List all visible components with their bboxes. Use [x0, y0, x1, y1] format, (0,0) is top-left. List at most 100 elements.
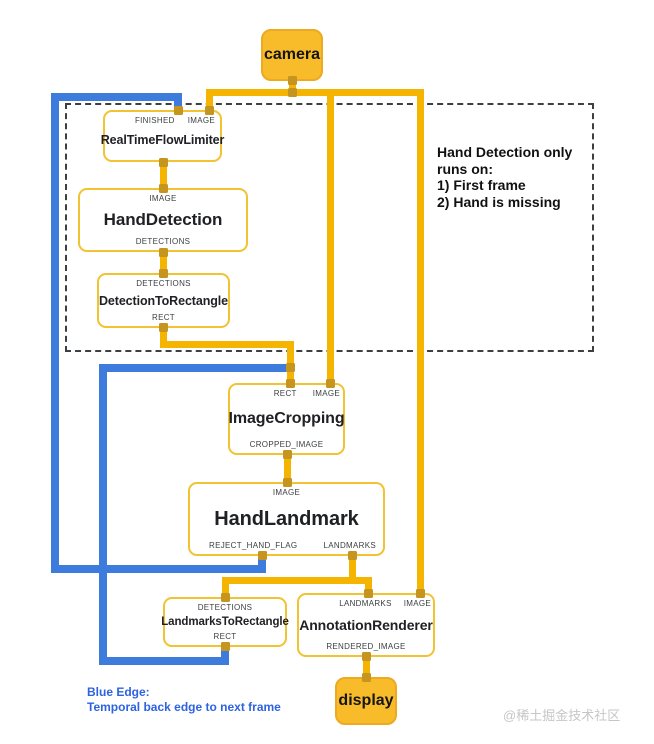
- port-row: FINISHED IMAGE: [105, 116, 220, 125]
- port-row: IMAGE: [80, 194, 246, 203]
- edge-croppedimage-to-handlandmark: [284, 453, 291, 484]
- note-line: runs on:: [437, 160, 493, 177]
- port-connector: [326, 379, 335, 388]
- port-connector: [288, 88, 297, 97]
- port-connector: [205, 106, 214, 115]
- backedge-rejectflag-stub: [258, 554, 266, 573]
- port-connector: [258, 551, 267, 560]
- backedge-rejectflag-top: [51, 93, 182, 101]
- backedge-rect-left: [99, 364, 107, 665]
- legend-line: Blue Edge:: [87, 685, 150, 699]
- port-connector: [286, 363, 295, 372]
- node-handdetection: IMAGE HandDetection DETECTIONS: [78, 188, 248, 252]
- node-camera: camera: [261, 29, 323, 81]
- edge-camera-bus: [206, 89, 424, 96]
- backedge-rect-to-imagecropping: [99, 364, 294, 372]
- port-row: DETECTIONS: [99, 279, 228, 288]
- edge-landmarks-to-annotationrenderer: [365, 577, 372, 595]
- node-title: ImageCropping: [228, 410, 345, 427]
- note-line: 1) First frame: [437, 177, 526, 193]
- port-row: RECT IMAGE: [230, 389, 343, 398]
- node-imagecropping: RECT IMAGE ImageCropping CROPPED_IMAGE: [228, 383, 345, 455]
- port-row: DETECTIONS: [165, 603, 285, 612]
- port-rect-in: RECT: [273, 389, 297, 398]
- port-finished-in: FINISHED: [134, 116, 175, 125]
- edge-landmarks-to-lmtorect: [222, 577, 229, 599]
- backedge-rejectflag-left: [51, 93, 59, 573]
- port-connector: [348, 551, 357, 560]
- note-line: 2) Hand is missing: [437, 193, 561, 210]
- port-croppedimage-out: CROPPED_IMAGE: [249, 440, 324, 449]
- edge-camera-out: [289, 78, 296, 96]
- port-connector: [159, 184, 168, 193]
- port-connector: [416, 589, 425, 598]
- port-landmarks-out: LANDMARKS: [323, 541, 376, 550]
- note-line: Hand Detection only: [437, 144, 573, 160]
- node-title: HandDetection: [103, 210, 223, 229]
- node-title: AnnotationRenderer: [299, 617, 433, 633]
- port-image-in: IMAGE: [149, 194, 177, 203]
- node-display: display: [335, 677, 397, 725]
- port-connector: [159, 158, 168, 167]
- port-row: IMAGE: [190, 488, 383, 497]
- port-detections-out: DETECTIONS: [135, 237, 191, 246]
- port-rect-out: RECT: [213, 632, 237, 641]
- blue-edge-legend: Blue Edge: Temporal back edge to next fr…: [87, 685, 281, 715]
- port-connector: [283, 450, 292, 459]
- port-connector: [288, 76, 297, 85]
- backedge-rect-bottom: [99, 657, 229, 665]
- node-title: RealTimeFlowLimiter: [100, 133, 225, 147]
- backedge-rect-stub: [221, 645, 229, 665]
- port-connector: [159, 248, 168, 257]
- camera-label: camera: [263, 46, 321, 63]
- port-rect-out: RECT: [152, 313, 175, 322]
- port-detections-in: DETECTIONS: [136, 279, 191, 288]
- node-annotationrenderer: LANDMARKS IMAGE AnnotationRenderer RENDE…: [297, 593, 435, 657]
- port-connector: [283, 478, 292, 487]
- edge-landmarks-down: [349, 554, 356, 584]
- port-renderedimage-out: RENDERED_IMAGE: [326, 642, 406, 651]
- port-connector: [221, 642, 230, 651]
- edge-rect-down: [160, 326, 167, 348]
- port-connector: [159, 269, 168, 278]
- edge-landmarks-across: [222, 577, 372, 584]
- hand-detection-note: Hand Detection only runs on: 1) First fr…: [437, 144, 572, 210]
- node-title: HandLandmark: [214, 507, 359, 530]
- edge-flowlimiter-to-handdetection: [160, 160, 167, 190]
- node-realtimeflowlimiter: FINISHED IMAGE RealTimeFlowLimiter: [100, 110, 225, 162]
- edge-handdetection-to-dettorect: [160, 250, 167, 275]
- port-row: DETECTIONS: [80, 237, 246, 246]
- node-title: LandmarksToRectangle: [161, 616, 289, 628]
- edge-camera-to-annotationrenderer: [417, 89, 424, 595]
- port-connector: [174, 106, 183, 115]
- port-row: RECT: [165, 632, 285, 641]
- port-row: CROPPED_IMAGE: [230, 440, 343, 449]
- port-image-in: IMAGE: [312, 389, 340, 398]
- port-connector: [221, 593, 230, 602]
- port-image-in: IMAGE: [403, 599, 431, 608]
- edge-renderedimage-to-display: [363, 655, 370, 679]
- port-connector: [364, 589, 373, 598]
- port-rejecthandflag-out: REJECT_HAND_FLAG: [209, 541, 298, 550]
- node-handlandmark: IMAGE HandLandmark REJECT_HAND_FLAG LAND…: [188, 482, 385, 556]
- port-row: LANDMARKS IMAGE: [299, 599, 433, 608]
- backedge-rejectflag-bottom: [51, 565, 266, 573]
- port-landmarks-in: LANDMARKS: [339, 599, 392, 608]
- port-row: RENDERED_IMAGE: [299, 642, 433, 651]
- port-connector: [286, 379, 295, 388]
- node-detectiontorectangle: DETECTIONS DetectionToRectangle RECT: [97, 273, 230, 328]
- edge-rect-across: [160, 341, 294, 348]
- display-label: display: [338, 692, 394, 709]
- port-connector: [362, 652, 371, 661]
- watermark: @稀土掘金技术社区: [503, 708, 621, 723]
- port-row: RECT: [99, 313, 228, 322]
- node-landmarkstorectangle: DETECTIONS LandmarksToRectangle RECT: [161, 597, 289, 647]
- port-connector: [159, 323, 168, 332]
- legend-line: Temporal back edge to next frame: [87, 700, 281, 714]
- edge-camera-to-imagecropping: [327, 89, 334, 385]
- port-row: REJECT_HAND_FLAG LANDMARKS: [190, 541, 383, 550]
- backedge-rejectflag-to-finished: [174, 93, 182, 112]
- node-title: DetectionToRectangle: [98, 293, 229, 308]
- port-image-in: IMAGE: [187, 116, 215, 125]
